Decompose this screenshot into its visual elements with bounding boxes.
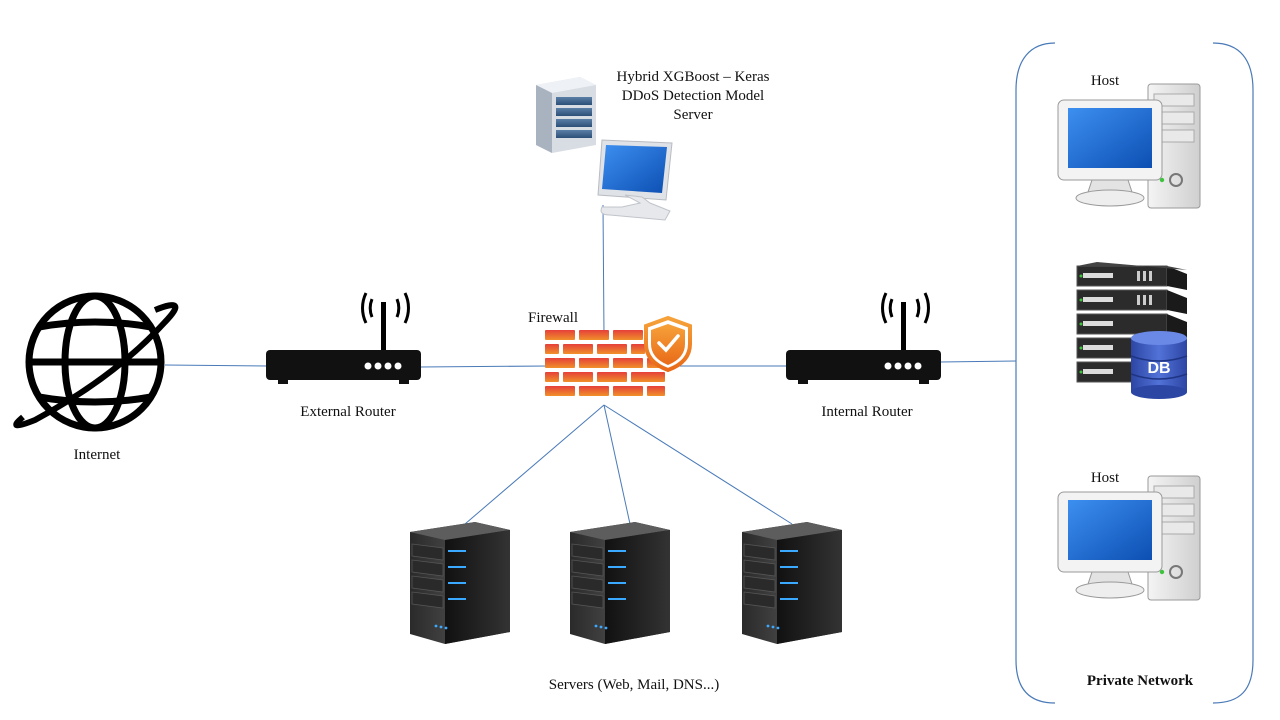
wifi-router-icon (266, 292, 421, 384)
host-label-bottom: Host (1090, 470, 1120, 486)
firewall-label: Firewall (528, 310, 578, 326)
connection-lines (164, 204, 1017, 525)
ids-server-label-line-2: DDoS Detection Model (621, 88, 765, 104)
link-internet-external-router (164, 364, 269, 367)
ids-server-label-line-3: Server (673, 107, 713, 123)
wifi-router-icon (786, 292, 941, 384)
host-label-top: Host (1090, 73, 1120, 89)
rack-server-icon (410, 522, 510, 644)
link-firewall-server-2 (603, 404, 631, 525)
link-firewall-server-3 (603, 404, 793, 525)
private-network-boundary (1015, 42, 1254, 704)
internal-router-label: Internal Router (821, 404, 913, 420)
rack-server-icon (742, 522, 842, 644)
ids-server-label: Hybrid XGBoost – Keras DDoS Detection Mo… (593, 68, 793, 125)
external-router-label: External Router (300, 404, 396, 420)
private-network-label: Private Network (1086, 673, 1194, 689)
db-label: DB (1147, 360, 1171, 377)
desktop-computer-icon (1057, 83, 1201, 209)
ids-server-label-line-1: Hybrid XGBoost – Keras (616, 69, 770, 85)
firewall-shield-icon (545, 315, 692, 396)
internet-label: Internet (73, 447, 121, 463)
link-firewall-ids-server (602, 204, 605, 337)
desktop-computer-icon (1057, 475, 1201, 601)
link-external-router-firewall (419, 365, 549, 368)
link-firewall-server-1 (464, 404, 605, 525)
server-with-monitor-icon (536, 77, 673, 221)
rack-server-icon (570, 522, 670, 644)
link-internal-router-private-network (939, 360, 1017, 363)
database-server-icon (1076, 262, 1188, 399)
servers-label: Servers (Web, Mail, DNS...) (548, 677, 720, 693)
globe-icon (13, 292, 179, 432)
